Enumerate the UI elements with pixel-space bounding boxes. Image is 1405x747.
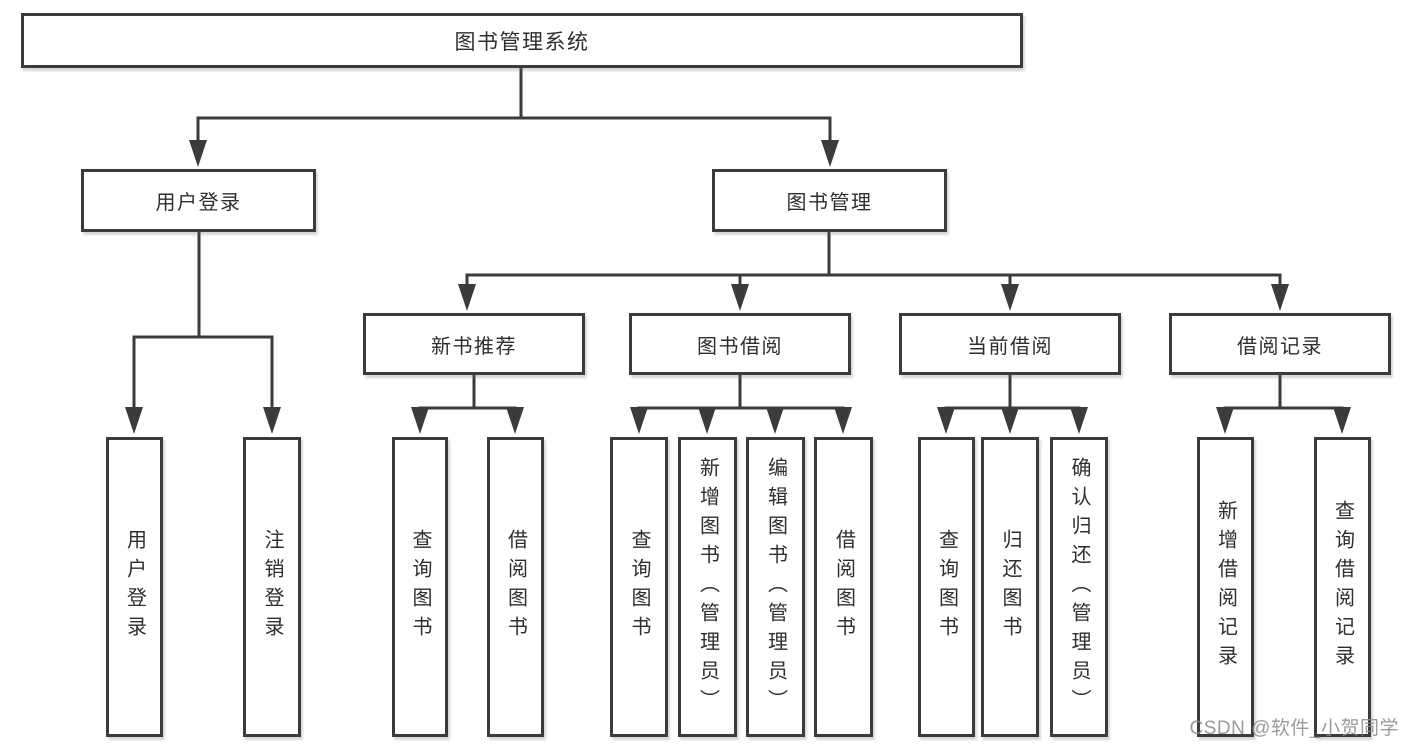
node-label: 确认归还（管理员） xyxy=(1068,456,1090,718)
arrowhead xyxy=(1001,407,1019,434)
node-label: 新增借阅记录 xyxy=(1214,500,1237,674)
arrowhead xyxy=(411,407,429,434)
node-label: 借阅图书 xyxy=(832,529,855,645)
leaf-add-book-admin: 新增图书（管理员） xyxy=(678,437,737,737)
node-label: 借阅记录 xyxy=(1237,335,1323,358)
node-book-borrowing: 图书借阅 xyxy=(629,313,851,375)
arrowhead xyxy=(1001,284,1019,311)
leaf-edit-book-admin: 编辑图书（管理员） xyxy=(746,437,805,737)
connector-edges xyxy=(132,66,1344,416)
node-label: 新增图书（管理员） xyxy=(696,456,719,718)
arrowhead xyxy=(937,407,955,434)
node-new-book-recommendation: 新书推荐 xyxy=(363,313,585,375)
arrowhead xyxy=(766,407,784,434)
node-label: 图书管理 xyxy=(786,192,873,214)
connector-arrowheads xyxy=(125,140,1351,434)
arrowhead xyxy=(1271,284,1289,311)
node-label: 查询图书 xyxy=(935,529,958,645)
arrowhead xyxy=(731,284,749,311)
arrowhead xyxy=(506,407,524,434)
leaf-confirm-return-admin: 确认归还（管理员） xyxy=(1050,437,1108,737)
node-label: 图书借阅 xyxy=(697,335,783,358)
node-book-management: 图书管理 xyxy=(712,169,947,232)
node-label: 查询图书 xyxy=(409,529,431,645)
node-label: 图书管理系统 xyxy=(454,30,590,54)
arrowhead xyxy=(1216,407,1234,434)
node-label: 查询借阅记录 xyxy=(1331,500,1354,674)
arrowhead xyxy=(458,284,476,311)
arrowhead xyxy=(834,407,852,434)
arrowhead xyxy=(630,407,648,434)
arrowhead xyxy=(698,407,716,434)
node-user-login-group: 用户登录 xyxy=(81,169,316,232)
node-label: 新书推荐 xyxy=(431,335,517,358)
arrowhead xyxy=(821,140,839,167)
arrowhead xyxy=(125,407,143,434)
node-library-management-system: 图书管理系统 xyxy=(21,13,1023,68)
arrowhead xyxy=(189,140,207,167)
leaf-query-borrow-record: 查询借阅记录 xyxy=(1314,437,1371,737)
leaf-add-borrow-record: 新增借阅记录 xyxy=(1197,437,1254,737)
leaf-query-books-recommend: 查询图书 xyxy=(392,437,448,737)
node-label: 查询图书 xyxy=(628,529,650,645)
leaf-borrow-books-recommend: 借阅图书 xyxy=(487,437,544,737)
arrowhead xyxy=(1070,407,1088,434)
leaf-borrow-books-borrowing: 借阅图书 xyxy=(814,437,873,737)
node-label: 用户登录 xyxy=(155,192,242,214)
arrowhead xyxy=(263,407,281,434)
node-current-borrowing: 当前借阅 xyxy=(899,313,1121,375)
csdn-watermark: CSDN @软件_小贺同学 xyxy=(1189,718,1399,739)
node-label: 注销登录 xyxy=(261,529,283,645)
node-label: 归还图书 xyxy=(999,529,1021,645)
arrowhead xyxy=(1333,407,1351,434)
leaf-query-books-current: 查询图书 xyxy=(918,437,975,737)
node-label: 借阅图书 xyxy=(504,529,527,645)
leaf-user-login: 用户登录 xyxy=(106,437,163,737)
node-label: 编辑图书（管理员） xyxy=(764,456,787,718)
node-borrowing-records: 借阅记录 xyxy=(1169,313,1391,375)
leaf-logout: 注销登录 xyxy=(243,437,301,737)
node-label: 用户登录 xyxy=(123,529,146,645)
leaf-query-books-borrowing: 查询图书 xyxy=(610,437,668,737)
node-label: 当前借阅 xyxy=(967,335,1053,358)
leaf-return-book: 归还图书 xyxy=(981,437,1039,737)
